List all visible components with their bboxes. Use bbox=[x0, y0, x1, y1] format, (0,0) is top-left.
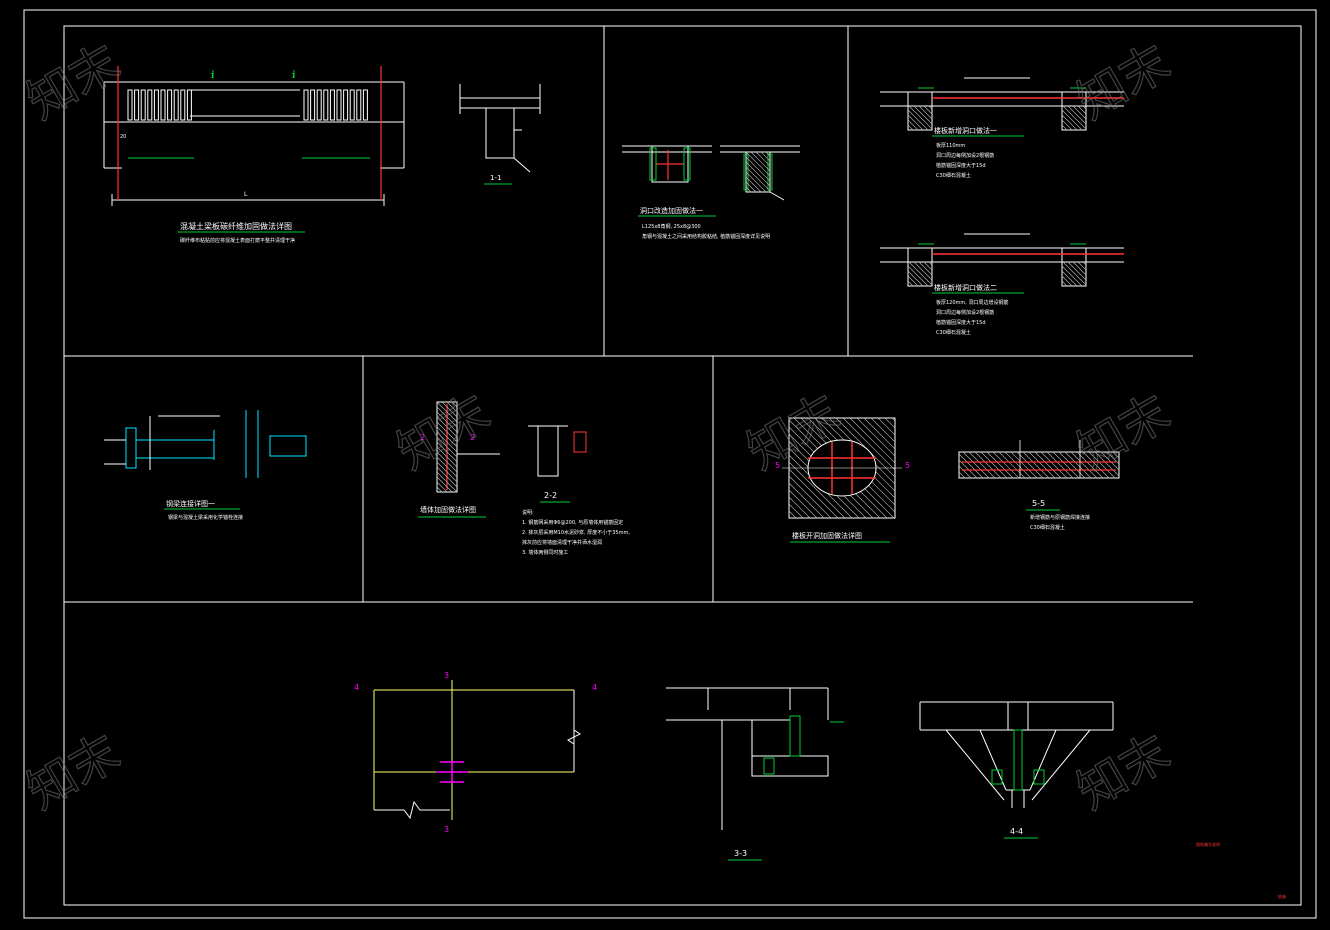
footer-note: 图纸编号说明 bbox=[1196, 841, 1220, 847]
rebar-hook-detail bbox=[573, 431, 587, 453]
panel5-notes-heading: 说明: bbox=[522, 509, 534, 516]
wall-mark-left: 2 bbox=[420, 433, 425, 442]
panel3-note1-0: 板厚110mm bbox=[936, 142, 965, 149]
slab-section-5-5 bbox=[958, 451, 1120, 479]
hatch-wall bbox=[436, 401, 458, 493]
section-mark-1b: 1 bbox=[291, 72, 295, 80]
panel3-note1-3: C30细石混凝土 bbox=[936, 172, 971, 179]
panel5-note-0: 1. 钢筋网采用Φ6@200, 与原墙体用锚筋固定 bbox=[522, 519, 623, 526]
panel-slab-hole: 5 5 楼板开洞加固做法详图 5-5 新增钢筋与原钢筋焊接连接 C30细石混凝土 bbox=[775, 417, 1120, 543]
plan-4: 4 4 3 3 bbox=[354, 671, 597, 834]
panel2-note1: L125x8角钢, 25x8@300 bbox=[642, 223, 701, 230]
panel6-note-1: C30细石混凝土 bbox=[1030, 524, 1065, 531]
section-1-1-label: 1-1 bbox=[490, 174, 501, 182]
panel5-note-1: 2. 抹灰层采用M10水泥砂浆, 厚度不小于35mm, bbox=[522, 529, 630, 536]
strip-group-left bbox=[127, 89, 192, 121]
wall-mark-right: 2 bbox=[470, 433, 475, 442]
panel3-note2-1: 洞口周边每侧加设2根钢筋 bbox=[936, 309, 994, 316]
panel3-note2-2: 植筋锚固深度大于15d bbox=[936, 319, 986, 326]
panel4-note: 钢梁与混凝土梁采用化学锚栓连接 bbox=[168, 514, 243, 521]
axis-mark-right: 4 bbox=[592, 683, 597, 692]
strip-group-right bbox=[303, 89, 368, 121]
panel-wall-reinforcement: 2 2 墙体加固做法详图 2-2 说明: 1. 钢筋网采用Φ6@200, 与原墙… bbox=[418, 401, 630, 556]
section-5-5-label: 5-5 bbox=[1032, 499, 1045, 508]
break-line-right bbox=[567, 720, 581, 772]
border-frame bbox=[23, 9, 1317, 919]
section-3-3-label: 3-3 bbox=[734, 849, 747, 858]
panel1-note: 碳纤维布粘贴前应将混凝土表面打磨平整并清理干净 bbox=[180, 237, 295, 244]
panel3-title2: 楼板新增洞口做法二 bbox=[934, 283, 997, 292]
span-label: L bbox=[244, 191, 248, 198]
panel3-note1-2: 植筋锚固深度大于15d bbox=[936, 162, 986, 169]
panel-column-opening: 洞口改造加固做法一 L125x8角钢, 25x8@300 角钢与混凝土之间采用结… bbox=[622, 145, 800, 240]
section-mark-3-top: 3 bbox=[444, 671, 449, 680]
hatch-opening-section bbox=[745, 151, 771, 193]
section-mark-1a: 1 bbox=[210, 72, 214, 80]
section-mark-3-bottom: 3 bbox=[444, 825, 449, 834]
panel1-title: 混凝土梁板碳纤维加固做法详图 bbox=[180, 221, 292, 231]
axis-mark-left: 4 bbox=[354, 683, 359, 692]
section-4-4: 4-4 bbox=[919, 701, 1114, 839]
panel6-title: 楼板开洞加固做法详图 bbox=[792, 531, 862, 540]
panel-slab-openings: 楼板新增洞口做法一 板厚110mm 洞口周边每侧加设2根钢筋 植筋锚固深度大于1… bbox=[880, 77, 1124, 336]
panel3-note1-1: 洞口周边每侧加设2根钢筋 bbox=[936, 152, 994, 159]
panel4-title: 钢梁连接详图一 bbox=[166, 499, 215, 508]
section-2-2-drawing bbox=[528, 425, 568, 477]
panel3-note2-3: C30细石混凝土 bbox=[936, 329, 971, 336]
panel5-title: 墙体加固做法详图 bbox=[420, 505, 476, 514]
sheet-number: 结施 bbox=[1278, 893, 1286, 899]
panel5-note-3: 3. 墙体两侧同时施工 bbox=[522, 549, 568, 556]
section-2-2-label: 2-2 bbox=[544, 491, 557, 500]
panel-beam-reinforcement: 1 1 L 20 混凝土梁板碳纤维加固做法详图 碳纤维布粘贴前应将混凝土表面打磨… bbox=[103, 66, 541, 244]
panel5-note-2: 抹灰前应将墙面清理干净并洒水湿润 bbox=[522, 539, 602, 546]
panel6-note-0: 新增钢筋与原钢筋焊接连接 bbox=[1030, 514, 1090, 521]
panel-steel-connection: 钢梁连接详图一 钢梁与混凝土梁采用化学锚栓连接 bbox=[104, 410, 307, 521]
section-4-4-label: 4-4 bbox=[1010, 827, 1023, 836]
panel2-note2: 角钢与混凝土之间采用结构胶粘结, 植筋锚固深度详见说明 bbox=[642, 233, 770, 240]
hatch-slab-supports bbox=[907, 105, 1087, 287]
h-beam-plan bbox=[436, 761, 468, 783]
hole-mark-left: 5 bbox=[775, 461, 780, 470]
beam-section-1-1 bbox=[459, 84, 541, 173]
panel3-note2-0: 板厚120mm, 洞口周边增设钢筋 bbox=[936, 299, 1008, 306]
section-3-3: 3-3 bbox=[666, 687, 844, 861]
hole-mark-right: 5 bbox=[905, 461, 910, 470]
panel2-title: 洞口改造加固做法一 bbox=[640, 206, 703, 215]
panel-steel-details: 4 4 3 3 3-3 bbox=[354, 671, 1286, 899]
hatch-section-5-5 bbox=[958, 451, 1120, 479]
spacing-label: 20 bbox=[120, 134, 126, 140]
break-line-bottom bbox=[374, 800, 450, 820]
panel3-title1: 楼板新增洞口做法一 bbox=[934, 126, 997, 135]
